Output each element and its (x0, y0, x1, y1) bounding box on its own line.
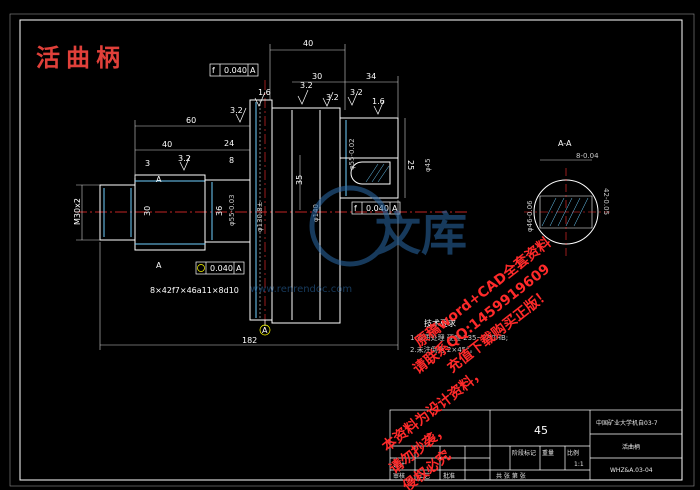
dim-35: 35 (295, 175, 304, 185)
tb-approve: 批准 (443, 472, 455, 480)
scale: 1:1 (574, 461, 584, 468)
note-1: 1.调质处理 硬度 235~280HB; (410, 333, 508, 342)
ra-4: 1.6 (372, 97, 385, 106)
dim-30: 30 (312, 72, 322, 81)
dim-40-mid: 40 (162, 140, 172, 149)
notes-title: 技术要求 (424, 318, 456, 328)
title-block (389, 409, 683, 481)
tb-ratio: 比例 (567, 449, 579, 457)
roughness-marks (179, 89, 385, 171)
shaft-outline (99, 99, 399, 324)
tb-weight: 重量 (542, 449, 554, 457)
drawing-number: WHZ&A.03-04 (610, 467, 653, 474)
school-name: 中国矿业大学机自03-7 (596, 419, 658, 427)
tb-sheet: 共 张 第 张 (496, 472, 526, 480)
svg-text:f: f (212, 66, 215, 75)
ra-7: 3.2 (178, 154, 191, 163)
svg-text:A: A (250, 66, 256, 75)
svg-text:0.040: 0.040 (210, 264, 233, 273)
material: 45 (534, 424, 548, 437)
tolerance-frame-2: f 0.040 A (351, 201, 401, 215)
section-view (524, 159, 610, 256)
dim-24: 24 (224, 139, 234, 148)
part-name: 活曲柄 (622, 443, 640, 451)
ra-6: 3.2 (350, 88, 363, 97)
dim-30-left: 30 (143, 206, 152, 216)
section-cut-a-top: A (156, 175, 162, 184)
tb-check: 审核 (393, 472, 405, 480)
datum-marker: A (259, 320, 271, 336)
section-dim-1: 8-0.04 (576, 152, 599, 160)
dim-8: 8 (229, 156, 234, 165)
dim-34: 34 (366, 72, 376, 81)
dim-phi130: φ130.8± (256, 201, 264, 232)
dim-3: 3 (145, 159, 150, 168)
svg-text:文库: 文库 (375, 207, 467, 261)
dim-m30: M30x2 (73, 198, 82, 225)
dim-phi45: φ45 (424, 158, 432, 172)
note-2: 2.未注倒角 2×45°。 (410, 345, 477, 354)
dim-phi55a: φ55-0.03 (228, 194, 236, 226)
outer-frame (19, 19, 683, 481)
dim-182: 182 (242, 336, 257, 345)
ra-5: 3.2 (326, 93, 339, 102)
svg-text:A: A (262, 326, 268, 335)
dim-25: 25 (406, 160, 415, 170)
watermark-logo: 文库 www.renrendoc.com (250, 185, 467, 295)
dim-phi55b: φ55-0.02 (348, 138, 356, 170)
ra-3: 3.2 (300, 81, 313, 90)
tolerance-frame-3: 0.040 A (195, 261, 245, 275)
dim-36: 36 (215, 206, 224, 216)
section-dim-3: φ46-0.06 (526, 200, 534, 232)
keyway-hatch (365, 163, 390, 183)
svg-text:A: A (392, 204, 398, 213)
spline-spec: 8×42f7×46a11×8d10 (150, 286, 239, 295)
dimension-lines (76, 44, 406, 350)
outer-trim-frame (9, 13, 695, 487)
section-label: A-A (558, 139, 572, 148)
svg-text:A: A (236, 264, 242, 273)
ra-1: 1.6 (258, 88, 271, 97)
ra-2: 3.2 (230, 106, 243, 115)
svg-text:0.040: 0.040 (224, 66, 247, 75)
tb-process: 工艺 (418, 472, 430, 480)
dim-60: 60 (186, 116, 196, 125)
svg-text:f: f (354, 204, 357, 213)
tb-stage: 阶段标记 (512, 449, 536, 457)
section-cut-a-bottom: A (156, 261, 162, 270)
tb-design: 设计 (393, 461, 405, 469)
svg-text:0.040: 0.040 (366, 204, 389, 213)
section-dim-2: 42-0.05 (602, 188, 610, 215)
dim-40-top: 40 (303, 39, 313, 48)
drawing-title: 活曲柄 (36, 43, 126, 72)
tolerance-frame-1: f 0.040 A (209, 63, 259, 77)
svg-text:www.renrendoc.com: www.renrendoc.com (250, 284, 352, 295)
